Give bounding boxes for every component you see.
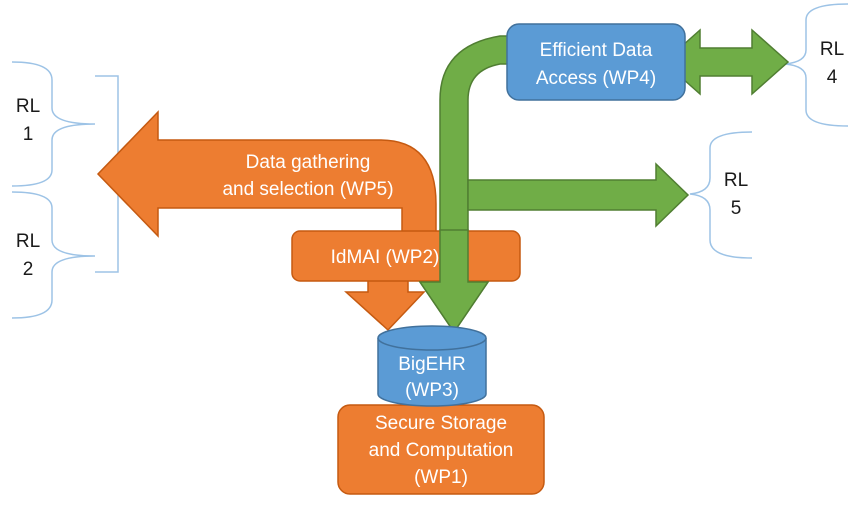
bracket-rl4 [784, 3, 849, 127]
wp4-box [506, 23, 686, 101]
wp2-label: IdMAI (WP2) [331, 247, 440, 268]
wp1-label-line2: and Computation [369, 440, 514, 461]
wp3-label-line1: BigEHR [398, 354, 466, 375]
green-arrow-right-rl5 [467, 162, 690, 228]
orange-arrow-wp5 [96, 110, 437, 238]
bracket-rl2 [11, 191, 96, 319]
rl5-label-line2: 5 [731, 198, 742, 219]
bracket-rl1 [11, 61, 96, 187]
rl1-label-line2: 1 [23, 124, 34, 145]
orange-arrow-down [344, 277, 426, 332]
wp3-label-line2: (WP3) [405, 380, 459, 401]
rl5-label-line1: RL [724, 170, 748, 191]
wp5-label-line1: Data gathering [246, 152, 371, 173]
wp1-label-line1: Secure Storage [375, 413, 507, 434]
wp3-cylinder [377, 325, 487, 407]
wp5-label-line2: and selection (WP5) [222, 179, 393, 200]
rl4-label-line1: RL [820, 39, 844, 60]
wp1-label-line3: (WP1) [414, 467, 468, 488]
wp4-label-line1: Efficient Data [540, 40, 653, 61]
green-double-arrow-rl4 [662, 28, 790, 96]
wp4-label-line2: Access (WP4) [536, 68, 656, 89]
green-trunk-overlay [418, 229, 490, 334]
bracket-rl5 [689, 131, 753, 259]
rl2-label-line2: 2 [23, 259, 34, 280]
rl1-label-line1: RL [16, 96, 40, 117]
rl4-label-line2: 4 [827, 67, 838, 88]
rl2-label-line1: RL [16, 231, 40, 252]
